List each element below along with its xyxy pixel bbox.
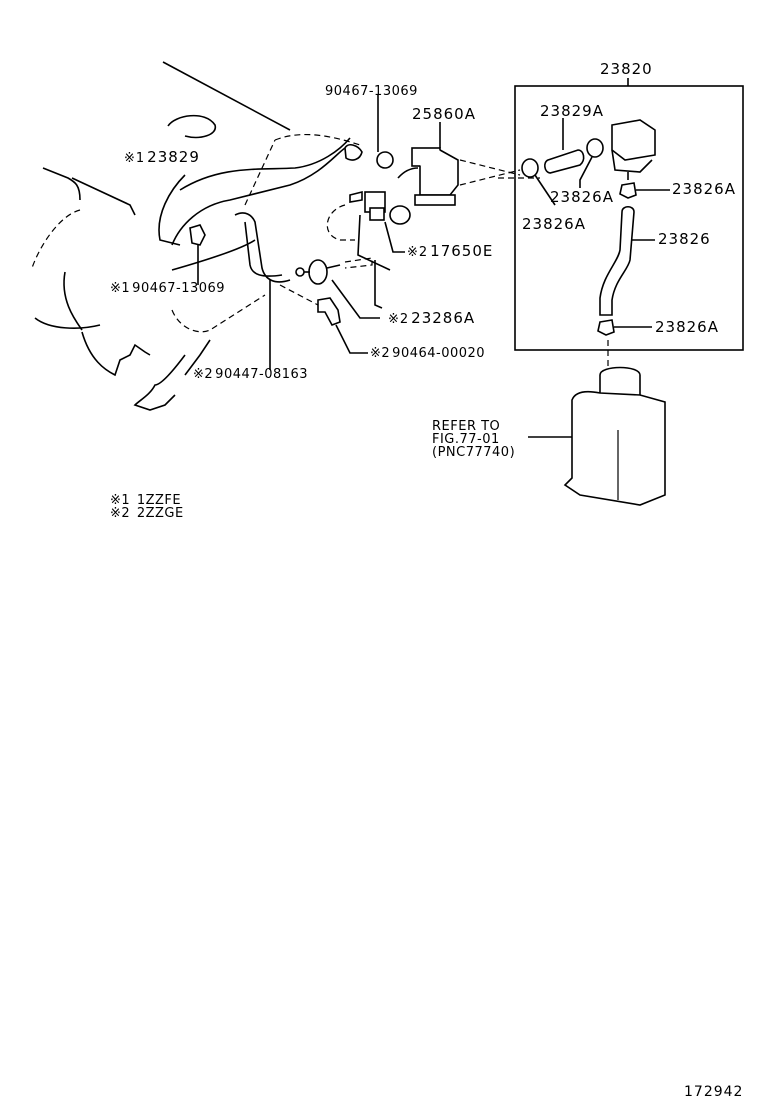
leader-line xyxy=(184,339,211,376)
vent-valve-base xyxy=(611,149,653,173)
leader-line xyxy=(384,221,405,253)
label-23829A: 23829A xyxy=(540,102,604,120)
engine-line xyxy=(374,260,383,309)
vsv-hose xyxy=(397,167,419,179)
clamp-23826A-bottom xyxy=(597,319,615,336)
engine-outline xyxy=(34,317,101,329)
sensor-17650E-port xyxy=(389,205,411,225)
leader-line xyxy=(579,156,593,188)
engine-outline xyxy=(133,354,186,411)
engine-line xyxy=(357,214,391,271)
engine-line xyxy=(171,239,256,271)
clamp-23826A-left xyxy=(521,158,539,178)
reference-note: REFER TO FIG.77-01 (PNC77740) xyxy=(432,419,516,460)
label-23826A-bottom: 23826A xyxy=(655,318,719,336)
clamp-90467-top xyxy=(376,151,394,169)
hose-end xyxy=(344,143,363,161)
assembly-box-23820 xyxy=(514,85,744,351)
valve-23286A xyxy=(308,259,328,285)
engine-outline xyxy=(42,167,81,201)
legend-item-2: ※2 2ZZGE xyxy=(110,506,184,521)
hose-23826 xyxy=(599,205,635,316)
leader-line xyxy=(331,279,380,319)
sensor-bracket xyxy=(349,190,363,203)
hose-90447-inner xyxy=(244,221,283,277)
vsv-25860A-base xyxy=(414,194,456,206)
vsv-25860A-body xyxy=(419,149,459,196)
hose-23829A xyxy=(544,149,585,174)
engine-outline xyxy=(63,271,83,331)
dashed-link xyxy=(459,169,521,186)
label-23826: 23826 xyxy=(658,230,711,248)
clamp-23826A-mid xyxy=(586,138,604,158)
label-23826A-mid: 23826A xyxy=(550,188,614,206)
engine-line xyxy=(171,294,266,333)
valve-hose xyxy=(344,257,373,269)
callout-90467-13069-top: 90467-13069 xyxy=(325,84,418,99)
legend-item-1: ※1 1ZZFE xyxy=(110,493,182,508)
legend: ※1 1ZZFE ※2 2ZZGE xyxy=(110,494,184,520)
engine-outline xyxy=(81,331,151,377)
leader-line xyxy=(534,174,556,206)
label-23826A-right: 23826A xyxy=(672,180,736,198)
sensor-hose xyxy=(326,204,355,241)
canister-body xyxy=(563,390,666,506)
dashed-link xyxy=(244,139,276,206)
label-23820: 23820 xyxy=(600,60,653,78)
label-23826A-left: 23826A xyxy=(522,215,586,233)
engine-ring xyxy=(167,114,216,139)
bracket-90464 xyxy=(317,297,341,326)
clamp-23826A-right xyxy=(619,182,637,199)
figure-number: 172942 xyxy=(684,1084,744,1100)
leader-line xyxy=(335,324,368,354)
hose-23829 xyxy=(158,147,346,246)
sensor-17650E-connector xyxy=(369,207,385,221)
clamp-90467-left xyxy=(189,224,206,246)
callout-25860A: 25860A xyxy=(412,105,476,123)
valve-23286A-outlet xyxy=(326,264,341,269)
engine-edge-line xyxy=(162,61,291,131)
hose-90447 xyxy=(234,212,291,283)
engine-outline xyxy=(71,177,136,216)
dashed-link xyxy=(274,133,361,146)
valve-23286A-inlet-end xyxy=(295,267,305,277)
dashed-link xyxy=(279,284,319,306)
hose-23829-outer xyxy=(179,137,351,191)
vent-valve xyxy=(611,119,656,161)
engine-outline xyxy=(31,209,81,269)
